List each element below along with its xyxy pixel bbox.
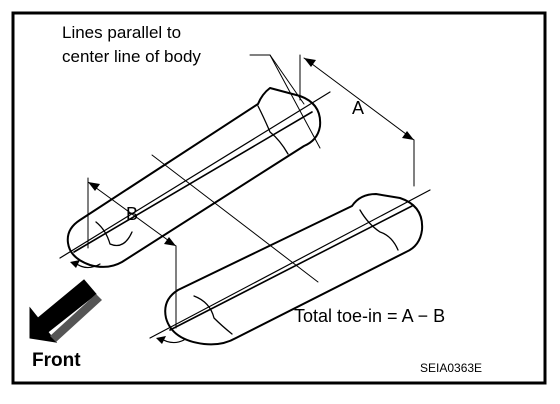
callout-leaders	[249, 54, 321, 149]
callout-text-line-1: Lines parallel to	[62, 23, 181, 42]
front-label: Front	[32, 350, 81, 371]
parallel-lines	[59, 91, 431, 339]
callout-text-line-2: center line of body	[62, 47, 201, 66]
body-center-line	[151, 154, 319, 283]
rolling-direction-arrows	[70, 260, 185, 344]
dimension-b	[87, 177, 177, 329]
dimension-b-label: B	[126, 204, 138, 224]
dimension-a-label: A	[352, 98, 364, 118]
rear-tire	[164, 193, 424, 346]
front-direction-arrow-icon	[29, 279, 102, 343]
front-tire	[66, 87, 322, 268]
toe-in-formula: Total toe-in = A − B	[294, 306, 445, 326]
figure-code: SEIA0363E	[420, 361, 482, 375]
outer-border	[11, 11, 547, 385]
dimension-a	[299, 54, 415, 187]
